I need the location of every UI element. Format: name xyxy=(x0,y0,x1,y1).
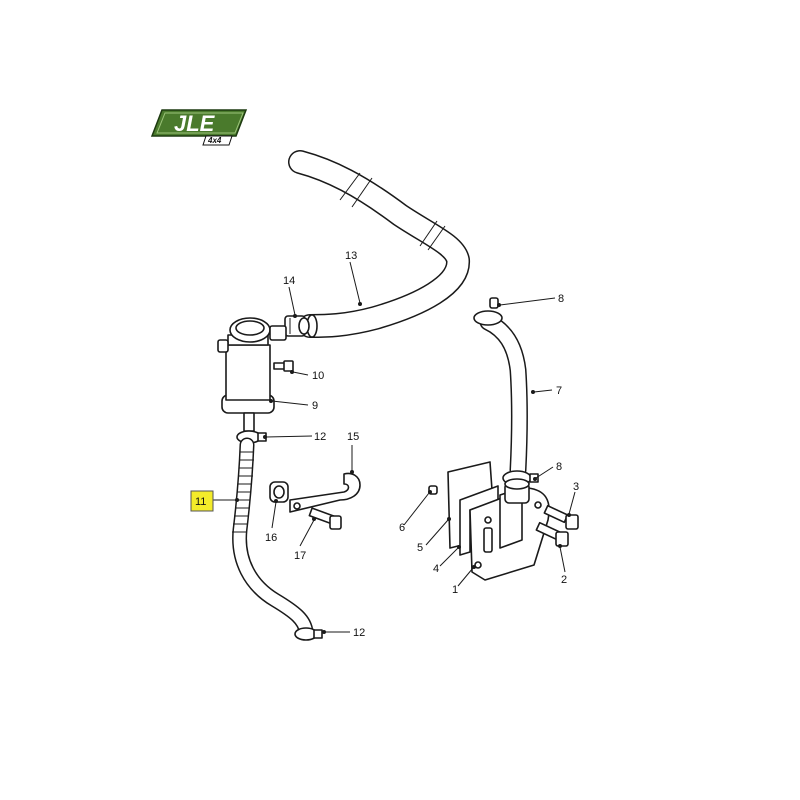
callout-15: 15 xyxy=(347,431,359,443)
clamp-12-lower xyxy=(294,627,323,641)
bolt-3 xyxy=(543,504,579,530)
bolt-17 xyxy=(308,507,342,530)
callout-12-upper: 12 xyxy=(314,431,326,443)
callouts: 13 14 10 9 12 15 11 16 17 12 8 7 8 3 2 6… xyxy=(190,250,579,639)
callout-2: 2 xyxy=(561,574,567,586)
hose-13 xyxy=(288,150,470,338)
jle-logo: JLE 4x4 xyxy=(150,109,248,146)
callout-8-lower: 8 xyxy=(556,461,562,473)
callout-5: 5 xyxy=(417,542,423,554)
callout-11: 11 xyxy=(195,496,206,508)
clip-8-upper xyxy=(473,297,503,326)
clip-14 xyxy=(284,315,310,337)
bracket-15 xyxy=(289,472,361,513)
bolt-10 xyxy=(273,360,294,372)
callout-17: 17 xyxy=(294,550,306,562)
callout-3: 3 xyxy=(573,481,579,493)
callout-7: 7 xyxy=(556,385,562,397)
oil-separator-9 xyxy=(217,317,287,432)
callout-8-upper: 8 xyxy=(558,293,564,305)
hose-7 xyxy=(479,313,528,479)
callout-13: 13 xyxy=(345,250,357,262)
grommet-16 xyxy=(269,481,289,503)
callout-9: 9 xyxy=(312,400,318,412)
callout-12-lower: 12 xyxy=(353,627,365,639)
leader-lines xyxy=(212,261,576,634)
valve-assembly xyxy=(447,461,550,581)
callout-16: 16 xyxy=(265,532,277,544)
callout-4: 4 xyxy=(433,563,439,575)
logo-subtext: 4x4 xyxy=(207,136,222,145)
callout-14: 14 xyxy=(283,275,295,287)
callout-11-highlight xyxy=(190,490,214,512)
logo-text: JLE xyxy=(174,111,216,136)
callout-1: 1 xyxy=(452,584,458,596)
callout-10: 10 xyxy=(312,370,324,382)
callout-6: 6 xyxy=(399,522,405,534)
